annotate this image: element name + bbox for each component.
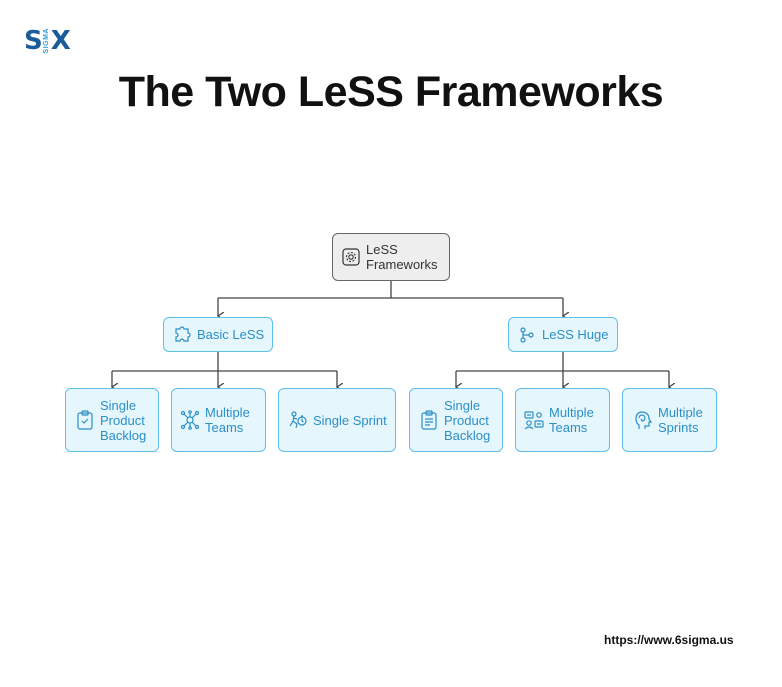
branch-less-huge: LeSS Huge — [508, 317, 618, 352]
connector-root — [218, 281, 563, 299]
leaf-multiple-teams: Multiple Teams — [515, 388, 610, 452]
connector-basic-row — [112, 352, 337, 372]
network-hub-icon — [180, 410, 200, 430]
leaf-multiple-sprints: Multiple Sprints — [622, 388, 717, 452]
connector-huge-row — [456, 352, 669, 372]
branch-basic-less: Basic LeSS — [163, 317, 273, 352]
leaf-single-product-backlog: Single Product Backlog — [65, 388, 159, 452]
git-branch-icon — [517, 325, 537, 345]
puzzle-icon — [172, 325, 192, 345]
brand-logo: S SIGMA X — [24, 26, 71, 56]
branch-label: LeSS Huge — [542, 327, 609, 342]
clipboard-check-icon — [75, 410, 95, 430]
root-label: LeSS Frameworks — [366, 242, 438, 272]
gear-icon — [341, 247, 361, 267]
leaf-single-product-backlog: Single Product Backlog — [409, 388, 503, 452]
leaf-single-sprint: Single Sprint — [278, 388, 396, 452]
leaf-label: Multiple Teams — [549, 405, 594, 435]
leaf-label: Single Product Backlog — [444, 397, 491, 443]
cycle-head-icon — [633, 410, 653, 430]
footer-url[interactable]: https://www.6sigma.us — [604, 633, 734, 647]
runner-stopwatch-icon — [288, 410, 308, 430]
clipboard-list-icon — [419, 410, 439, 430]
leaf-label: Single Sprint — [313, 412, 387, 428]
logo-letter-s: S — [24, 26, 43, 56]
leaf-label: Multiple Sprints — [658, 405, 703, 435]
team-chat-icon — [524, 410, 544, 430]
branch-label: Basic LeSS — [197, 327, 265, 342]
leaf-multiple-teams: Multiple Teams — [171, 388, 266, 452]
leaf-label: Single Product Backlog — [100, 397, 147, 443]
root-node: LeSS Frameworks — [332, 233, 450, 281]
page-title: The Two LeSS Frameworks — [118, 68, 664, 116]
logo-letter-x: X — [50, 26, 71, 56]
leaf-label: Multiple Teams — [205, 405, 250, 435]
